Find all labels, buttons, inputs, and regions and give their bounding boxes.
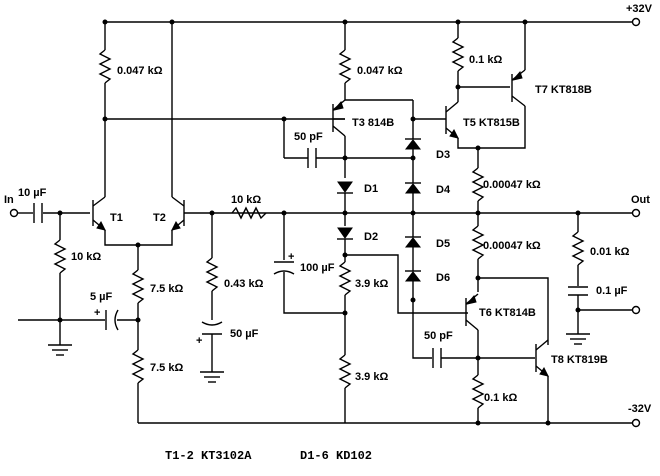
emitter-resistor-1	[471, 167, 485, 202]
vas-emitter-resistor	[338, 49, 352, 84]
transistor-t3	[332, 99, 346, 137]
bootstrap-capacitor: +	[273, 251, 294, 275]
c-zobel-label: 0.1 µF	[596, 285, 628, 297]
r-load1-label: 3.9 kΩ	[355, 278, 388, 290]
c-fb-gnd-label: 50 µF	[230, 328, 259, 340]
r-tail-label: 0.047 kΩ	[117, 65, 163, 77]
c-in-label: 10 µF	[18, 187, 47, 199]
input-terminal	[9, 208, 90, 218]
t8-label: T8 KT819B	[551, 354, 608, 366]
input-capacitor	[33, 203, 43, 223]
tail-resistor	[98, 49, 112, 84]
load-resistor-2	[338, 354, 352, 389]
transistor-t8	[535, 339, 549, 377]
diode-d1	[337, 181, 353, 194]
r-load2-label: 3.9 kΩ	[355, 371, 388, 383]
t7-label: T7 KT818B	[535, 84, 592, 96]
r-vas-emitter-label: 0.047 kΩ	[357, 65, 403, 77]
svg-text:+: +	[196, 335, 202, 347]
d3-label: D3	[436, 149, 450, 161]
zobel-resistor	[571, 231, 585, 266]
r-t6-label: 0.1 kΩ	[484, 392, 517, 404]
d5-label: D5	[436, 238, 450, 250]
negative-rail-label: -32V	[628, 403, 652, 415]
r-zobel-label: 0.01 kΩ	[590, 246, 630, 258]
feedback-ground-capacitor: +	[196, 321, 223, 347]
t5-label: T5 KT815B	[463, 117, 520, 129]
r-bias1-label: 7.5 kΩ	[150, 283, 183, 295]
diode-d2	[337, 227, 353, 240]
output-line	[212, 208, 641, 218]
r-t5-label: 0.1 kΩ	[469, 54, 502, 66]
diode-d5	[404, 236, 422, 248]
t6-label: T6 KT814B	[479, 307, 536, 319]
c-fb-label: 5 µF	[90, 291, 113, 303]
c-boot-label: 100 µF	[300, 262, 335, 274]
load-resistor-1	[338, 261, 352, 296]
emitter-resistor-2	[471, 225, 485, 260]
transistor-t6	[465, 293, 479, 331]
transistor-t1	[92, 196, 106, 231]
output-label: Out	[631, 194, 650, 206]
r-e2-label: 0.00047 kΩ	[483, 240, 541, 252]
feedback-ground-resistor	[205, 257, 219, 292]
t1-label: T1	[110, 212, 123, 224]
r-fb-label: 10 kΩ	[231, 194, 261, 206]
input-label: In	[4, 194, 14, 206]
t3-label: T3 814B	[352, 117, 394, 129]
feedback-capacitor: +	[94, 307, 119, 331]
feedback-ground	[200, 371, 224, 383]
input-resistor	[53, 213, 67, 320]
r-bias2-label: 7.5 kΩ	[150, 362, 183, 374]
transistor-t5	[445, 101, 459, 139]
footer-diodes: D1-6 KD102	[300, 449, 372, 463]
t2-label: T2	[153, 212, 166, 224]
positive-rail	[105, 17, 641, 27]
miller-capacitor	[284, 148, 413, 168]
t6-resistor	[471, 374, 485, 409]
r-e1-label: 0.00047 kΩ	[483, 179, 541, 191]
bias-resistor-2	[131, 349, 145, 384]
d4-label: D4	[436, 184, 451, 196]
input-ground	[48, 320, 72, 356]
diode-d4	[404, 182, 422, 194]
diode-d3	[404, 138, 422, 150]
positive-rail-label: +32V	[626, 3, 653, 15]
c-t6-label: 50 pF	[424, 330, 453, 342]
transistor-t2	[171, 196, 212, 231]
negative-rail	[138, 418, 641, 428]
transistor-t7	[511, 69, 526, 107]
svg-text:+: +	[94, 307, 100, 319]
r-fb-gnd-label: 0.43 kΩ	[224, 278, 264, 290]
bias-resistor-1	[131, 269, 145, 304]
footer-transistors: T1-2 KT3102A	[165, 449, 252, 463]
d1-label: D1	[364, 183, 378, 195]
d2-label: D2	[364, 231, 378, 243]
t6-capacitor	[412, 313, 535, 368]
c-miller-label: 50 pF	[294, 131, 323, 143]
t5-resistor	[451, 37, 465, 72]
diode-d6	[404, 270, 422, 282]
zobel-capacitor	[568, 286, 588, 296]
svg-text:+: +	[288, 251, 294, 263]
d6-label: D6	[436, 272, 450, 284]
r-in-label: 10 kΩ	[71, 251, 101, 263]
zobel-ground	[566, 333, 590, 345]
feedback-resistor	[231, 206, 267, 220]
